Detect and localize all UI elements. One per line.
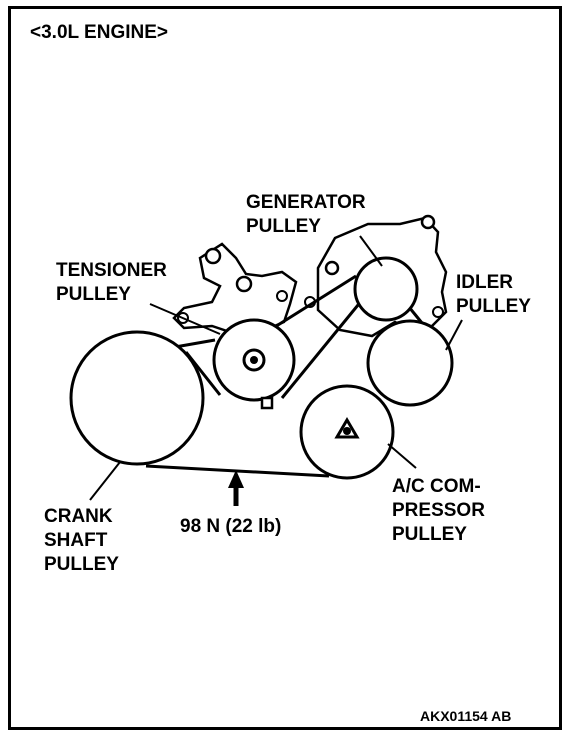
- force-arrow-head: [228, 470, 244, 488]
- generator-bracket: [316, 216, 448, 338]
- generator-pulley-label: GENERATOR PULLEY: [246, 192, 371, 237]
- bracket-bolt: [420, 214, 436, 230]
- diagram-title: <3.0L ENGINE>: [30, 22, 168, 43]
- crankshaft-pulley-label: CRANK SHAFT PULLEY: [44, 506, 119, 575]
- tensioner-hub-center: [250, 356, 258, 364]
- tensioner-pulley-label: TENSIONER PULLEY: [56, 260, 172, 305]
- tensioner-bolt: [204, 247, 222, 265]
- crankshaft-pulley: [69, 330, 205, 466]
- leader-lines: [89, 235, 463, 501]
- ac-compressor-pulley-label: A/C COM- PRESSOR PULLEY: [392, 476, 490, 545]
- tensioner-bolt: [276, 290, 288, 302]
- tensioner-indicator: [260, 396, 274, 410]
- bracket-bolt: [432, 306, 444, 318]
- ac-clutch-hub: [334, 417, 360, 439]
- generator-pulley: [353, 256, 419, 322]
- ac-hub-center: [343, 427, 351, 435]
- figure-code: AKX01154 AB: [420, 708, 511, 724]
- idler-pulley: [366, 319, 454, 407]
- idler-pulley-label: IDLER PULLEY: [456, 272, 531, 317]
- tensioner-bolt: [235, 275, 253, 293]
- tensioner-bracket: [172, 242, 298, 336]
- bracket-bolt: [324, 260, 340, 276]
- force-value-label: 98 N (22 lb): [180, 516, 281, 537]
